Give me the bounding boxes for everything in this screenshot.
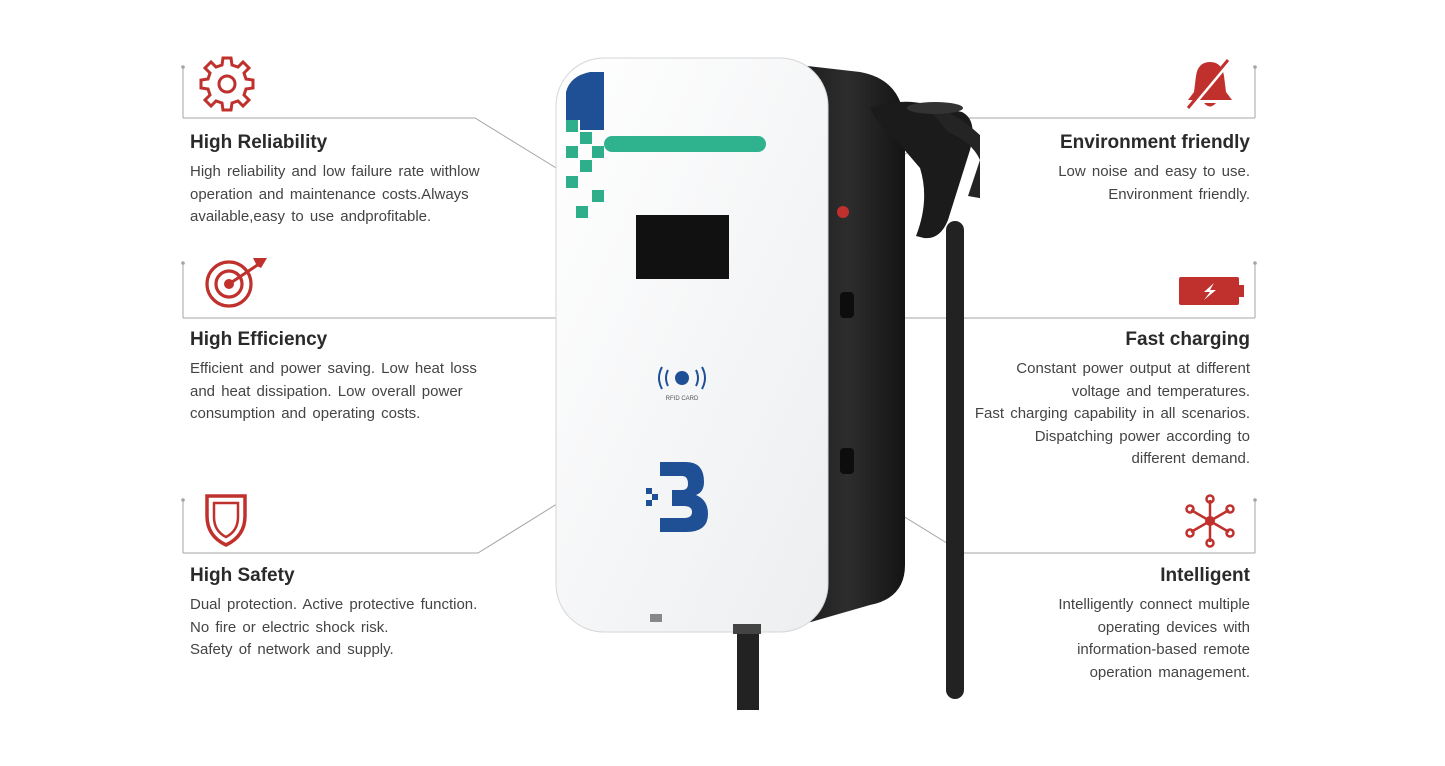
feature-environment-friendly: Environment friendly Low noise and easy … [910,132,1250,206]
feature-fast-charging: Fast charging Constant power output at d… [910,329,1250,471]
muted-bell-icon [1184,58,1236,117]
feature-title: High Efficiency [190,329,328,350]
feature-high-reliability: High Reliability High reliability and lo… [190,132,530,229]
rfid-label: RFID CARD [666,396,699,402]
feature-title: High Safety [190,565,295,586]
feature-description: Constant power output at different volta… [974,360,1250,467]
feature-description: Intelligently connect multiple operating… [1058,596,1250,681]
network-icon [1185,494,1235,553]
feature-description: Low noise and easy to use. Environment f… [1058,163,1250,203]
feature-high-safety: High Safety Dual protection. Active prot… [190,565,530,662]
feature-high-efficiency: High Efficiency Efficient and power savi… [190,329,530,426]
shield-icon [204,492,248,553]
feature-title: Fast charging [1125,329,1250,350]
feature-description: Efficient and power saving. Low heat los… [190,360,477,422]
target-icon [203,254,269,315]
feature-title: High Reliability [190,132,328,153]
feature-title: Environment friendly [1059,132,1250,153]
battery-charging-icon [1178,275,1246,312]
feature-title: Intelligent [1160,565,1250,586]
feature-description: Dual protection. Active protective funct… [190,596,478,658]
feature-intelligent: Intelligent Intelligently connect multip… [910,565,1250,684]
gear-icon [197,54,257,119]
feature-description: High reliability and low failure rate wi… [190,163,480,225]
ev-charger-image: RFID CARD [555,57,980,710]
